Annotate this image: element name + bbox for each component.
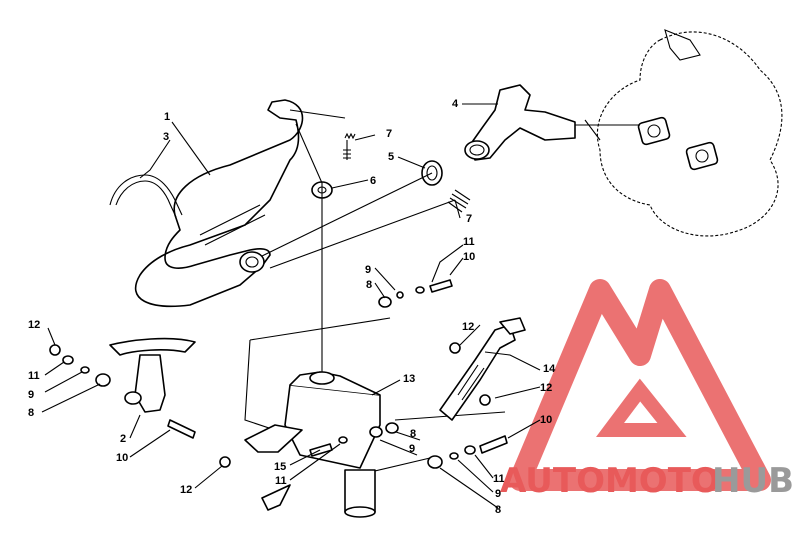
exhaust-spring-lower (447, 189, 471, 213)
engine-exhaust-port-lower (685, 141, 719, 171)
callout-8-right: 8 (410, 428, 416, 440)
watermark-wordmark: AUTOMOTO HUB (500, 461, 794, 501)
callout-9-left: 9 (28, 389, 34, 401)
leader-lines (41, 103, 541, 509)
callout-12-bottom: 12 (180, 484, 192, 496)
callout-5: 5 (388, 151, 394, 163)
callout-13: 13 (403, 373, 415, 385)
callout-8-mid: 8 (366, 279, 372, 291)
callout-2: 2 (120, 433, 126, 445)
callout-10-left: 10 (116, 452, 128, 464)
watermark-word-secondary: HUB (712, 461, 794, 501)
callout-12-right: 12 (540, 382, 552, 394)
callout-10-mid: 10 (463, 251, 475, 263)
callout-11-bottom: 11 (493, 473, 505, 485)
callout-9-right: 9 (409, 443, 415, 455)
callout-7-lower: 7 (466, 213, 472, 225)
callout-8-left: 8 (28, 407, 34, 419)
callout-11-center: 11 (275, 475, 287, 487)
engine-outline (575, 29, 783, 237)
callouts: 1 2 3 4 5 6 7 7 8 8 8 8 9 9 9 9 10 10 10… (28, 98, 556, 516)
watermark-word-primary: AUTOMOTO (500, 461, 720, 501)
callout-10-right: 10 (540, 414, 552, 426)
muffler-mount-bracket (109, 337, 196, 413)
callout-12-left: 12 (28, 319, 40, 331)
watermark-logo (509, 279, 771, 491)
callout-12-top-right: 12 (462, 321, 474, 333)
callout-4: 4 (452, 98, 459, 110)
callout-11-left: 11 (28, 370, 40, 382)
support-stay-bracket (439, 317, 526, 421)
callout-6: 6 (370, 175, 376, 187)
callout-11-mid: 11 (463, 236, 475, 248)
exhaust-spring-upper (343, 132, 356, 160)
engine-exhaust-port-upper (637, 116, 671, 146)
callout-3: 3 (163, 131, 169, 143)
callout-15: 15 (274, 461, 286, 473)
callout-9-bottom: 9 (495, 488, 501, 500)
callout-8-bottom: 8 (495, 504, 501, 516)
callout-7-upper: 7 (386, 128, 392, 140)
expansion-chamber (134, 99, 304, 307)
exhaust-manifold (464, 84, 576, 161)
heat-shield-strap (109, 174, 183, 218)
silencer-body (244, 371, 381, 518)
callout-9-mid: 9 (365, 264, 371, 276)
right-hardware (219, 279, 508, 469)
callout-14: 14 (543, 363, 556, 375)
callout-1: 1 (164, 111, 170, 123)
left-hardware (49, 344, 196, 439)
